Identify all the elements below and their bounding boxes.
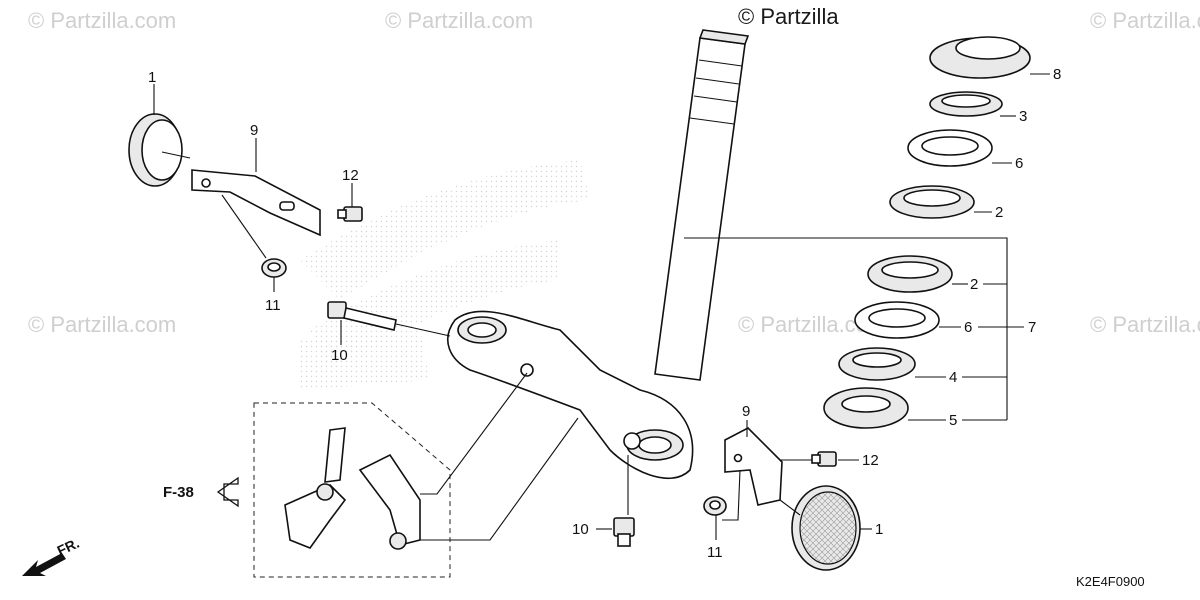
race-4 (838, 347, 916, 381)
steering-cap-right (791, 485, 861, 571)
nut-11-left (261, 258, 287, 278)
callout-4: 4 (949, 369, 957, 386)
washer-3 (929, 91, 1003, 117)
callout-10-left: 10 (331, 347, 348, 364)
callout-1-left: 1 (148, 69, 156, 86)
callout-11-left: 11 (265, 297, 281, 314)
callout-7: 7 (1028, 319, 1036, 336)
callout-12-right: 12 (862, 452, 879, 469)
front-direction-marker: FR. (22, 535, 82, 576)
watermark: © Partzilla.com (28, 312, 176, 337)
watermark-top: © Partzilla (738, 4, 839, 29)
watermark: © Partzilla.com (1090, 8, 1200, 33)
bolt-10-long (327, 301, 397, 331)
adjusting-nut-8 (929, 36, 1031, 79)
callout-8: 8 (1053, 66, 1061, 83)
callout-6-top: 6 (1015, 155, 1023, 172)
callout-12-left: 12 (342, 167, 359, 184)
bracket-right (724, 427, 783, 506)
bolt-12-right (811, 451, 837, 467)
bracket-left (191, 169, 321, 237)
watermark: © Partzilla.com (385, 8, 533, 33)
fork-bridge (446, 310, 694, 480)
callout-9-right: 9 (742, 403, 750, 420)
bearing-6-mid (854, 301, 940, 339)
callout-10-bottom: 10 (572, 521, 589, 538)
callout-9-left: 9 (250, 122, 258, 139)
callout-5: 5 (949, 412, 957, 429)
steering-stem-tube (654, 29, 750, 381)
race-2-top (889, 185, 975, 219)
nut-11-right (703, 496, 727, 516)
race-2-mid (867, 255, 953, 293)
dust-seal-5 (823, 387, 909, 429)
callout-2-mid: 2 (970, 276, 978, 293)
front-label: FR. (55, 535, 82, 559)
callout-11-bottom: 11 (707, 544, 723, 561)
watermark: © Partzilla.com (28, 8, 176, 33)
reference-arrow-icon (216, 476, 239, 508)
callout-1-right: 1 (875, 521, 883, 538)
background-logo-texture (300, 160, 590, 390)
callout-3: 3 (1019, 108, 1027, 125)
diagram-code: K2E4F0900 (1076, 574, 1145, 589)
bearing-6-top (907, 129, 993, 167)
reference-label: F-38 (163, 484, 194, 501)
front-arrow-icon (22, 553, 66, 576)
leader-lines (153, 73, 1050, 541)
bolt-12-left (337, 206, 363, 222)
callout-6-mid: 6 (964, 319, 972, 336)
watermark: © Partzilla.com (1090, 312, 1200, 337)
steering-cap-left (128, 113, 191, 187)
callout-2-top: 2 (995, 204, 1003, 221)
bolt-10-bottom (613, 517, 635, 547)
inset-box (253, 402, 451, 578)
reference-f38: F-38 (163, 476, 239, 508)
